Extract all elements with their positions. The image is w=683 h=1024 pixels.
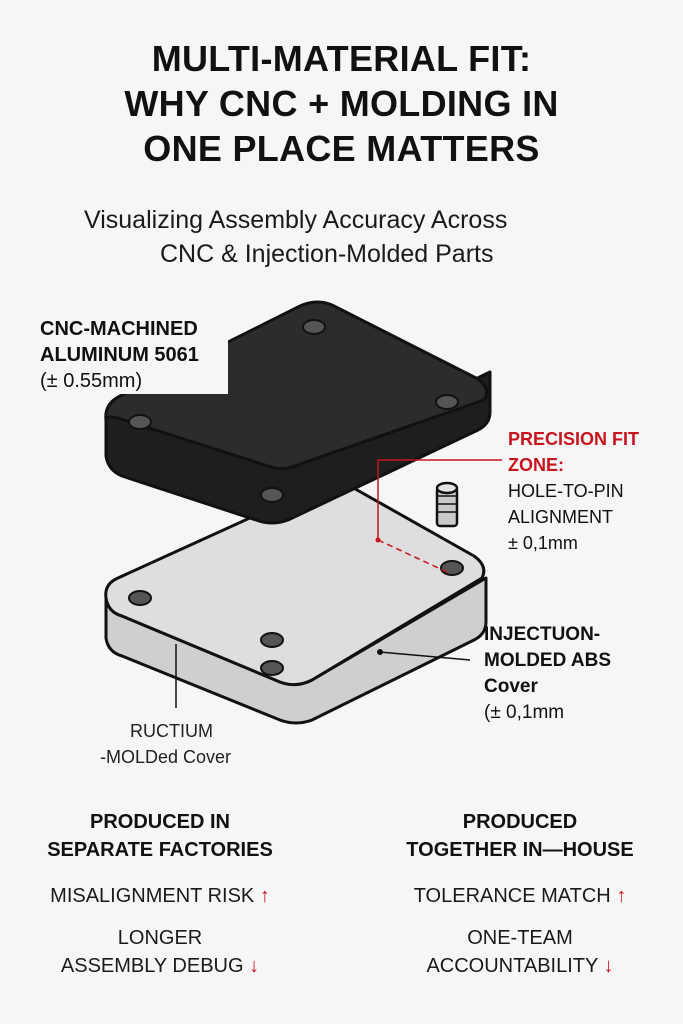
alignment-pin — [435, 481, 459, 528]
abs-hole-left — [128, 590, 152, 606]
cnc-label-line-2: ALUMINUM 5061 — [40, 344, 199, 366]
abs-label: INJECTUON- MOLDED ABS Cover (± 0,1mm — [484, 622, 611, 726]
aluminum-plate — [104, 300, 492, 525]
cnc-label-backing — [34, 314, 228, 394]
cnc-label-line-1: CNC-MACHINED — [40, 318, 198, 340]
together-heading-line-1: PRODUCED — [462, 811, 578, 833]
together-heading-line-2: TOGETHER IN—HOUSE — [406, 839, 634, 861]
title-line-1: MULTI-MATERIAL FIT: — [151, 38, 532, 79]
together-item-2-line-2: ACCOUNTABILITY — [426, 955, 598, 977]
arrow-down-icon: ↓ — [603, 955, 614, 977]
arrow-up-icon: ↑ — [259, 885, 270, 907]
alu-hole-bottom — [260, 487, 284, 503]
together-item-1-text: TOLERANCE MATCH — [413, 885, 611, 907]
together-item-1: TOLERANCE MATCH ↑ — [360, 882, 680, 910]
alu-hole-top — [302, 319, 326, 335]
abs-label-line-2: MOLDED ABS — [484, 650, 612, 671]
together-item-2-line-1: ONE-TEAM — [467, 927, 573, 949]
zone-label-line-5: ± 0,1mm — [508, 533, 578, 553]
abs-label-line-3: Cover — [484, 676, 538, 697]
subtitle-line-2: CNC & Injection-Molded Parts — [160, 240, 494, 268]
aluminum-plate-top — [104, 300, 489, 471]
abs-hole-center-1 — [260, 632, 284, 648]
alu-hole-right — [435, 394, 459, 410]
comparison-separate: PRODUCED IN SEPARATE FACTORIES MISALIGNM… — [0, 808, 320, 980]
abs-hole-right — [440, 560, 464, 576]
arrow-down-icon: ↓ — [249, 955, 260, 977]
precision-zone-leader — [375, 459, 502, 573]
separate-item-2-line-1: LONGER — [117, 927, 203, 949]
separate-heading-line-1: PRODUCED IN — [89, 811, 230, 833]
zone-label-line-3: HOLE-TO-PIN — [508, 481, 624, 501]
structural-label-line-2: -MOLDed Cover — [100, 747, 232, 767]
separate-item-2: LONGER ASSEMBLY DEBUG ↓ — [0, 924, 320, 980]
comparison-together: PRODUCED TOGETHER IN—HOUSE TOLERANCE MAT… — [360, 808, 680, 980]
separate-item-1-text: MISALIGNMENT RISK — [50, 885, 255, 907]
page-title: MULTI-MATERIAL FIT: WHY CNC + MOLDING IN… — [0, 36, 683, 171]
arrow-up-icon: ↑ — [616, 885, 627, 907]
separate-heading-line-2: SEPARATE FACTORIES — [47, 839, 273, 861]
cnc-label: CNC-MACHINED ALUMINUM 5061 (± 0.55mm) — [40, 316, 199, 394]
structural-label: RUCTIUM -MOLDed Cover — [100, 718, 231, 770]
structural-label-line-1: RUCTIUM — [130, 721, 213, 741]
abs-hole-center-2 — [260, 660, 284, 676]
title-line-2: WHY CNC + MOLDING IN — [124, 83, 559, 124]
abs-leader — [377, 649, 471, 661]
abs-label-line-1: INJECTUON- — [484, 624, 601, 645]
abs-label-tolerance: (± 0,1mm — [484, 702, 565, 723]
together-item-2: ONE-TEAM ACCOUNTABILITY ↓ — [360, 924, 680, 980]
title-line-3: ONE PLACE MATTERS — [143, 128, 540, 169]
cnc-label-tolerance: (± 0.55mm) — [40, 370, 143, 392]
zone-label-line-1: PRECISION FIT — [508, 429, 640, 449]
alu-hole-left — [128, 414, 152, 430]
abs-plate — [104, 481, 488, 725]
separate-item-2-line-2: ASSEMBLY DEBUG — [60, 955, 244, 977]
zone-label-line-4: ALIGNMENT — [508, 507, 614, 527]
subtitle-line-1: Visualizing Assembly Accuracy Across — [84, 206, 508, 234]
precision-zone-label: PRECISION FIT ZONE: HOLE-TO-PIN ALIGNMEN… — [508, 426, 639, 556]
separate-item-1: MISALIGNMENT RISK ↑ — [0, 882, 320, 910]
zone-label-line-2: ZONE: — [508, 455, 564, 475]
abs-plate-top — [104, 481, 486, 687]
